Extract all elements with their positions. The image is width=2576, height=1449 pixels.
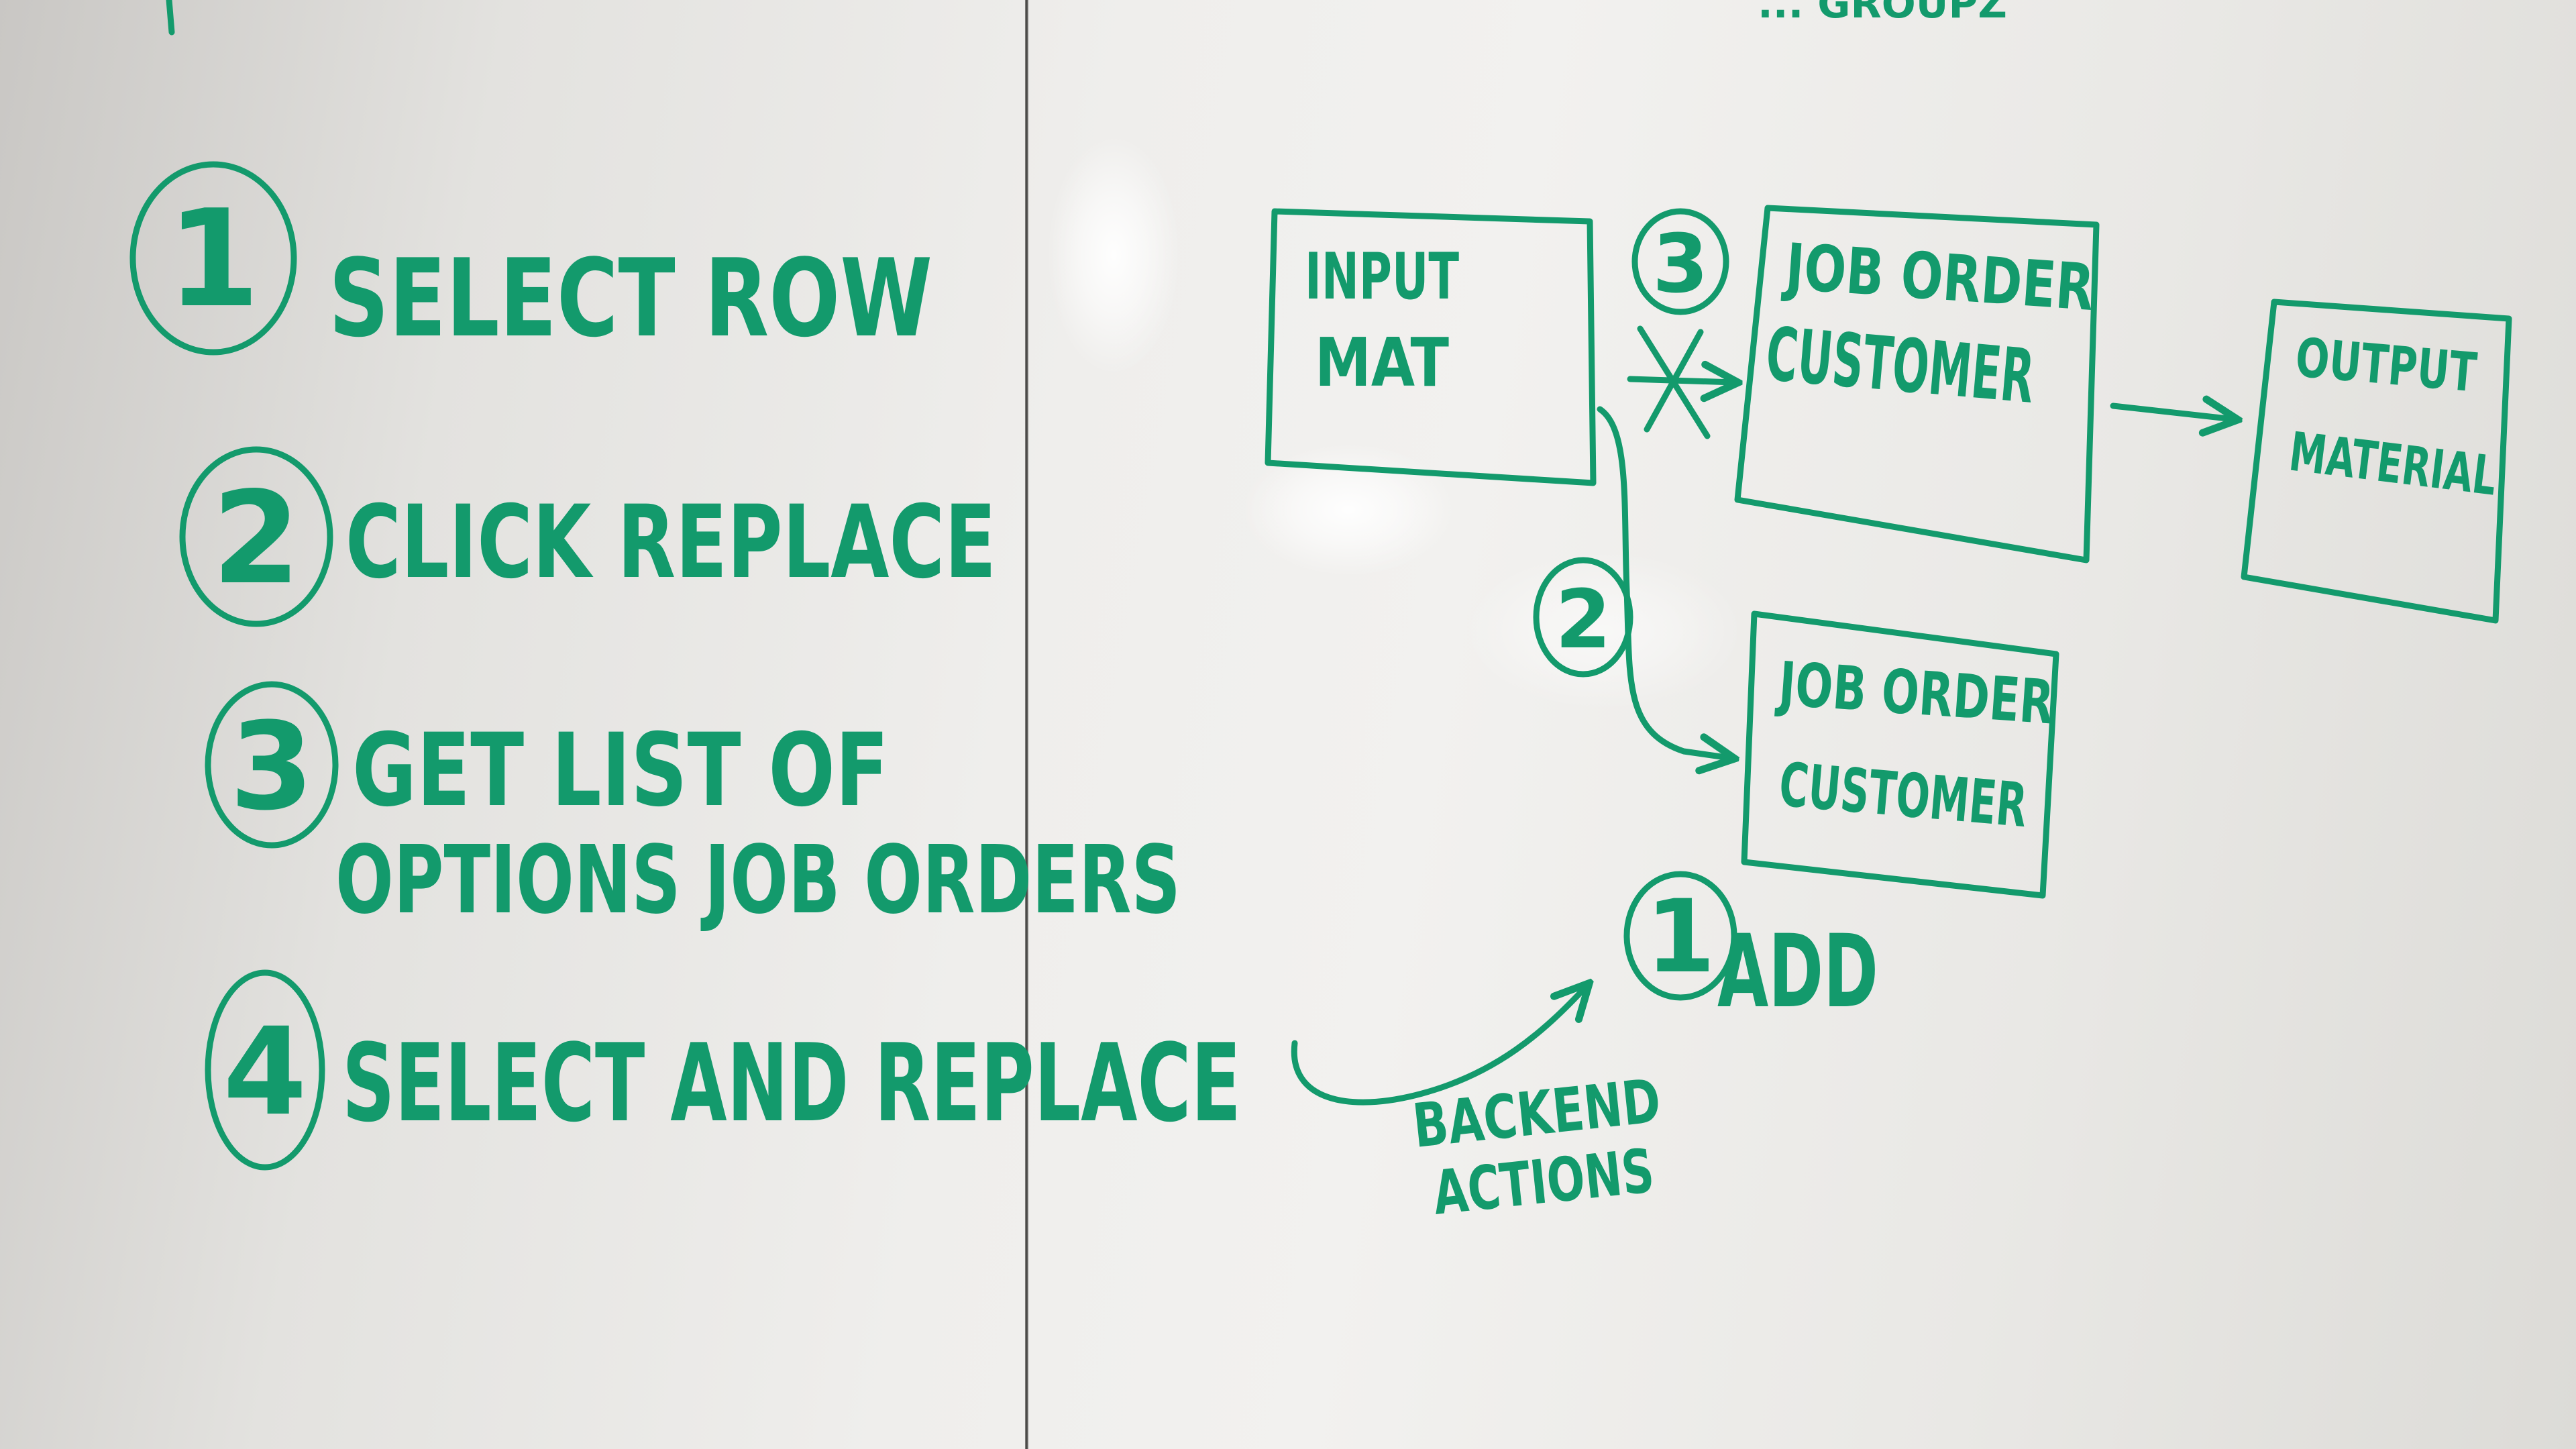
box-outline xyxy=(1265,208,1597,486)
box-label-line2: MATERIAL xyxy=(2286,421,2500,508)
top-fragment-text: ... GROUPZ xyxy=(1758,0,2007,28)
box-label-line1: JOB ORDER xyxy=(1774,649,2056,739)
glare-highlight xyxy=(1046,134,1181,376)
add-label: ADD xyxy=(1717,914,1878,1030)
step-number-circle xyxy=(205,969,325,1171)
step-number-circle xyxy=(179,446,333,627)
box-label-line2: CUSTOMER xyxy=(1776,749,2030,841)
step-text-line2: OPTIONS JOB ORDERS xyxy=(335,826,1181,935)
box-label-line1: INPUT xyxy=(1305,240,1459,314)
step-number-circle xyxy=(129,161,297,356)
arrow-input-to-job-order-top: 3 xyxy=(1627,208,1734,439)
step-text: CLICK REPLACE xyxy=(345,484,996,601)
box-label-line2: MAT xyxy=(1315,323,1449,402)
backend-arrow xyxy=(1291,986,1587,1106)
glare-highlight xyxy=(1462,550,1744,711)
cross-out-mark xyxy=(1637,325,1711,439)
arrow-line xyxy=(1627,379,1734,382)
step-1: 1 SELECT ROW xyxy=(129,161,932,361)
arrow-job-order-to-output xyxy=(2110,406,2234,419)
input-material-box: INPUT MAT xyxy=(1265,208,1597,486)
add-marker: 1 ADD xyxy=(1623,871,1878,1030)
arrow-marker-circle xyxy=(1631,208,1729,315)
job-order-box-bottom: JOB ORDER CUSTOMER xyxy=(1741,610,2059,899)
job-order-box-top: JOB ORDER CUSTOMER xyxy=(1734,205,2100,564)
step-4: 4 SELECT AND REPLACE xyxy=(205,969,1241,1171)
box-outline xyxy=(1741,610,2059,899)
add-number: 1 xyxy=(1646,879,1715,996)
step-number: 3 xyxy=(229,697,313,837)
box-label-line1: OUTPUT xyxy=(2293,326,2479,404)
arrow-marker-number: 3 xyxy=(1652,218,1709,311)
arrow-input-to-job-order-bottom: 2 xyxy=(1533,406,1731,758)
arrow-marker-number: 2 xyxy=(1555,574,1611,667)
step-2: 2 CLICK REPLACE xyxy=(179,446,996,627)
add-number-circle xyxy=(1623,871,1737,1001)
arrow-marker-circle xyxy=(1533,557,1633,678)
step-number: 2 xyxy=(212,464,301,612)
box-label-line2: CUSTOMER xyxy=(1763,311,2038,419)
box-label-line1: JOB ORDER xyxy=(1780,230,2096,325)
board-seam xyxy=(1025,0,1028,1449)
box-outline xyxy=(2241,299,2512,624)
step-text: SELECT ROW xyxy=(329,235,932,361)
output-material-box: OUTPUT MATERIAL xyxy=(2241,299,2512,624)
step-number-circle xyxy=(205,681,339,849)
top-left-mark xyxy=(166,0,175,36)
box-outline xyxy=(1734,205,2100,564)
step-3: 3 GET LIST OF OPTIONS JOB ORDERS xyxy=(205,681,1181,935)
step-text: GET LIST OF xyxy=(352,712,889,829)
step-text: SELECT AND REPLACE xyxy=(342,1020,1241,1146)
step-number: 1 xyxy=(166,181,260,337)
step-number: 4 xyxy=(223,1002,307,1142)
